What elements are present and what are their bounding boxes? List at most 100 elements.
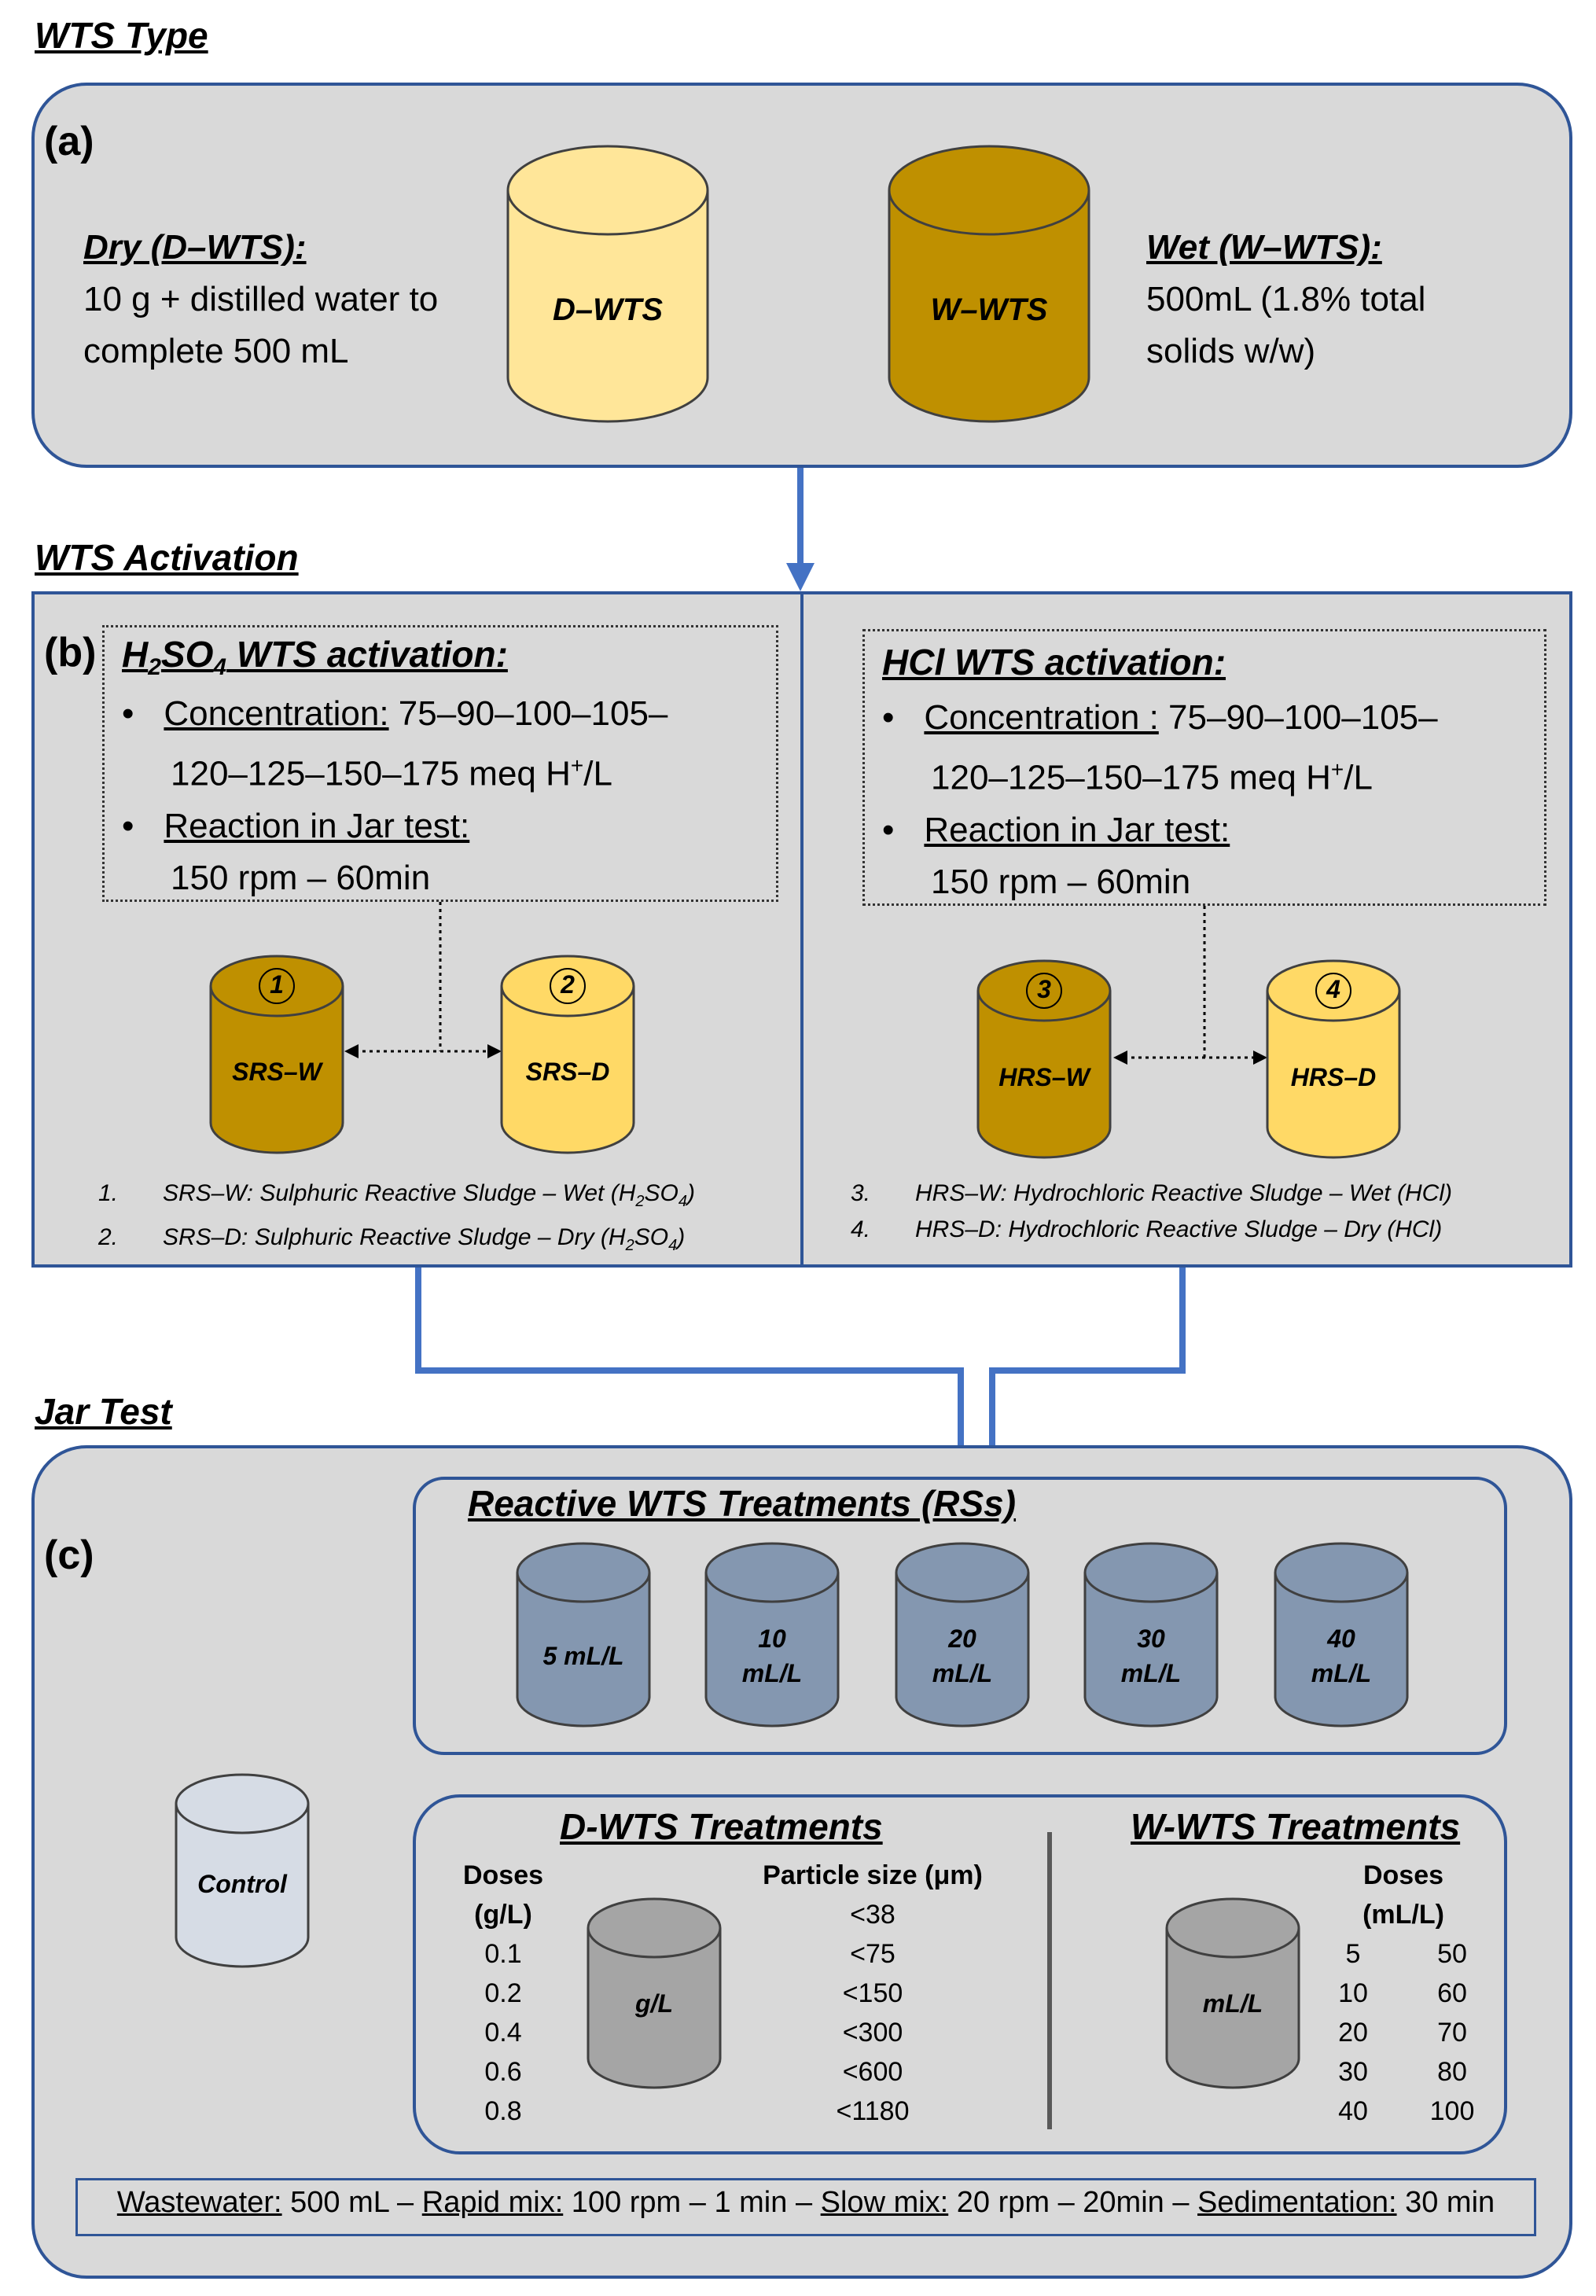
panel-b-letter: (b)	[44, 630, 97, 675]
react-label: Reaction in Jar test:	[164, 806, 470, 845]
note-1-so: SO	[644, 1180, 678, 1206]
panel-b-left	[31, 591, 804, 1268]
d-particle-6: <1180	[836, 2096, 910, 2126]
cyl-3-label: HRS–W	[998, 1063, 1090, 1091]
d-particle-3: <150	[842, 1978, 903, 2008]
w-doses-header-1: Doses	[1362, 1860, 1444, 1890]
ww-val: 500 mL –	[281, 2186, 422, 2219]
cylinder-d-wts-label: D–WTS	[553, 293, 663, 327]
hcl-conc-unit: /L	[1344, 758, 1373, 797]
conc-unit: /L	[583, 754, 612, 793]
control-label: Control	[197, 1870, 287, 1898]
w-doses-header-2: (mL/L)	[1362, 1900, 1444, 1930]
dry-description: Dry (D–WTS): 10 g + distilled water to c…	[83, 222, 524, 377]
d-wts-title: D-WTS Treatments	[560, 1806, 883, 1847]
cyl-1-label: SRS–W	[232, 1058, 322, 1086]
rs-cylinder-20	[895, 1542, 1030, 1728]
hcl-activation-title: HCl WTS activation:	[882, 642, 1226, 683]
left-connector	[355, 902, 487, 1053]
w-dose-2: 10	[1338, 1978, 1368, 2008]
cylinder-hrs-d	[1266, 959, 1401, 1159]
h2so4-activation-title: H2SO4 WTS activation:	[122, 633, 508, 681]
dry-line-2: complete 500 mL	[83, 332, 349, 370]
rs-cylinder-5	[516, 1542, 651, 1728]
cylinder-hrs-w	[976, 959, 1112, 1159]
arrowhead-left-1	[344, 1044, 359, 1058]
cyl-2-number: 2	[561, 970, 575, 999]
w-dose-1: 5	[1345, 1939, 1361, 1969]
w-doses-header: Doses (mL/L)	[1337, 1856, 1470, 1934]
w-dose-9: 80	[1437, 2057, 1467, 2087]
note-4-num: 4.	[851, 1216, 871, 1242]
rs-label-30-num: 30	[1137, 1624, 1165, 1653]
sed-label: Sedimentation:	[1197, 2186, 1397, 2219]
rapid-val: 100 rpm – 1 min –	[563, 2186, 821, 2219]
panel-b-right	[800, 591, 1572, 1268]
slow-val: 20 rpm – 20min –	[948, 2186, 1198, 2219]
w-wts-cylinder	[1165, 1897, 1300, 2089]
title-sub-2: 2	[148, 654, 161, 681]
d-particle-column: Particle size (μm) <38 <75 <150 <300 <60…	[739, 1856, 1006, 2131]
d-dose-3: 0.4	[484, 2018, 522, 2048]
panel-c-letter: (c)	[44, 1533, 94, 1578]
title-h: H	[122, 634, 149, 675]
w-wts-cylinder-label: mL/L	[1202, 1989, 1263, 2018]
d-wts-cylinder	[587, 1897, 722, 2089]
note-2-num: 2.	[98, 1224, 119, 1250]
hcl-conc-line2: 120–125–150–175 meq H	[931, 758, 1331, 797]
hcl-conc-label: Concentration :	[924, 698, 1159, 737]
react-value: 150 rpm – 60min	[171, 858, 431, 897]
hcl-conc-sup: +	[1330, 757, 1344, 782]
w-dose-4: 30	[1338, 2057, 1368, 2087]
cylinder-srs-w	[209, 955, 344, 1154]
hcl-activation-box	[862, 629, 1546, 906]
cyl-3-number: 3	[1037, 975, 1051, 1003]
rs-label-40-unit: mL/L	[1311, 1659, 1372, 1687]
conc-value: 75–90–100–105–	[388, 694, 668, 733]
control-cylinder	[175, 1773, 310, 1968]
d-doses-column: Doses (g/L) 0.1 0.2 0.4 0.6 0.8	[452, 1856, 554, 2131]
h2so4-bullets: •Concentration: 75–90–100–105– 120–125–1…	[122, 688, 774, 904]
panel-a-letter: (a)	[44, 119, 94, 164]
wet-description: Wet (W–WTS): 500mL (1.8% total solids w/…	[1146, 222, 1555, 377]
h2so4-activation-box	[102, 625, 778, 902]
title-rest: WTS activation:	[226, 634, 508, 675]
wet-title: Wet (W–WTS):	[1146, 228, 1382, 267]
arrow-a-to-b	[786, 468, 815, 591]
wet-line-1: 500mL (1.8% total	[1146, 280, 1426, 318]
d-dose-5: 0.8	[484, 2096, 522, 2126]
arrowhead-right-1	[1113, 1050, 1127, 1065]
note-1-end: )	[686, 1180, 695, 1206]
hcl-conc-value: 75–90–100–105–	[1158, 698, 1438, 737]
rs-label-5: 5 mL/L	[542, 1642, 624, 1670]
arrowhead-right-2	[1253, 1050, 1267, 1065]
w-dose-10: 100	[1429, 2096, 1475, 2126]
rs-cylinder-10	[704, 1542, 840, 1728]
d-dose-1: 0.1	[484, 1939, 522, 1969]
note-2-end: )	[677, 1224, 686, 1250]
dry-title: Dry (D–WTS):	[83, 228, 307, 267]
arrowhead-left-2	[487, 1044, 502, 1058]
rs-cylinder-30	[1083, 1542, 1219, 1728]
d-particle-4: <300	[842, 2018, 903, 2048]
note-3: HRS–W: Hydrochloric Reactive Sludge – We…	[915, 1180, 1452, 1206]
note-2: SRS–D: Sulphuric Reactive Sludge – Dry (…	[163, 1224, 626, 1250]
rs-label-20-num: 20	[948, 1624, 976, 1653]
right-connector	[1124, 906, 1253, 1059]
section-a-title: WTS Type	[35, 15, 208, 56]
w-dose-5: 40	[1338, 2096, 1368, 2126]
cyl-4-number: 4	[1326, 975, 1340, 1003]
note-1-num: 1.	[98, 1180, 119, 1206]
rapid-label: Rapid mix:	[421, 2186, 564, 2219]
hcl-react-value: 150 rpm – 60min	[931, 862, 1191, 901]
w-dose-3: 20	[1338, 2018, 1368, 2048]
d-particle-2: <75	[850, 1939, 895, 1969]
hcl-bullets: •Concentration : 75–90–100–105– 120–125–…	[882, 692, 1543, 908]
cyl-4-label: HRS–D	[1290, 1063, 1377, 1091]
d-wts-cylinder-label: g/L	[635, 1989, 673, 2018]
slow-label: Slow mix:	[820, 2186, 949, 2219]
ww-label: Wastewater:	[116, 2186, 282, 2219]
